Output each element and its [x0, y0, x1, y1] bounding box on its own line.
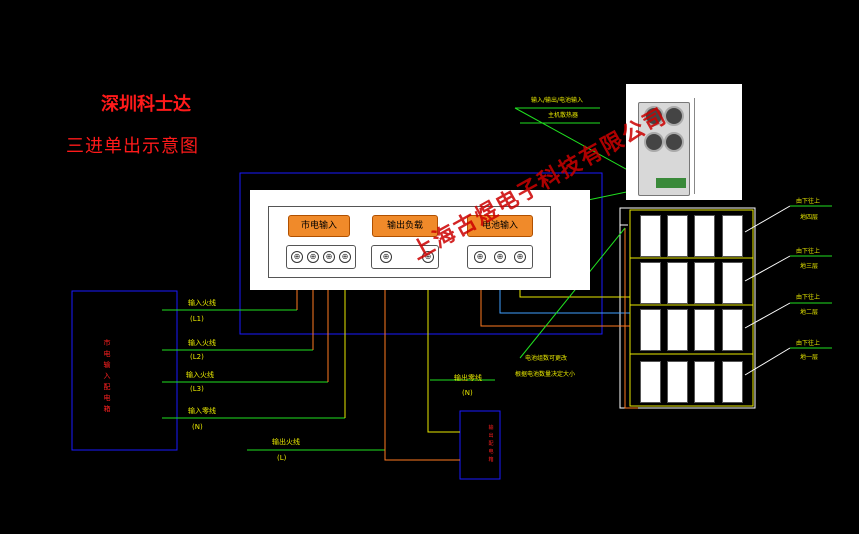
- output-load-button[interactable]: 输出负载: [372, 215, 438, 237]
- output-neutral-label: 输出零线: [454, 374, 482, 382]
- output-cabinet-label: 输出配电箱: [488, 425, 494, 463]
- battery-icon: [694, 262, 715, 304]
- photo-callout-lines: [694, 98, 739, 194]
- layer1-label-b: 地一层: [800, 354, 819, 361]
- battery-icon: [667, 309, 688, 351]
- ups-frame: [239, 172, 603, 335]
- layer1-label-a: 由下往上: [796, 340, 821, 347]
- output-live-label: 输出火线: [272, 438, 300, 446]
- battery-icon: [667, 262, 688, 304]
- output-neutral-code: (N): [462, 389, 473, 397]
- battery-input-button[interactable]: 电池输入: [467, 215, 533, 237]
- fan-icon: [664, 132, 684, 152]
- ports-callout: 输入/输出/电池输入: [531, 97, 584, 104]
- battery-icon: [667, 215, 688, 257]
- input-l3-label: 输入火线: [186, 371, 214, 379]
- battery-note-line1: 电池组数可更改: [525, 355, 568, 362]
- screw-terminal-icon[interactable]: ⊕: [422, 251, 434, 263]
- battery-icon: [640, 215, 661, 257]
- layer3-label-a: 由下往上: [796, 248, 821, 255]
- fan-icon: [664, 106, 684, 126]
- battery-note-line2: 根据电池数量决定大小: [515, 371, 576, 378]
- battery-icon: [694, 309, 715, 351]
- battery-icon: [640, 309, 661, 351]
- input-l2-label: 输入火线: [188, 339, 216, 347]
- output-cabinet-frame: [459, 410, 501, 480]
- ups-photo: [626, 84, 742, 200]
- battery-icon: [640, 361, 661, 403]
- mains-input-button[interactable]: 市电输入: [288, 215, 350, 237]
- input-l2-code: (L2): [190, 353, 204, 361]
- input-cabinet-frame: [71, 290, 178, 451]
- screw-terminal-icon[interactable]: ⊕: [291, 251, 303, 263]
- diagram-title: 三进单出示意图: [66, 136, 199, 157]
- terminal-strip: [656, 178, 686, 188]
- input-l1-label: 输入火线: [188, 299, 216, 307]
- input-n-label: 输入零线: [188, 407, 216, 415]
- battery-icon: [640, 262, 661, 304]
- input-cabinet-label: 市电输入配电箱: [103, 339, 111, 413]
- battery-icon: [722, 215, 743, 257]
- battery-rack-frame: [619, 207, 756, 409]
- battery-icon: [722, 262, 743, 304]
- layer4-label-b: 地四层: [800, 214, 819, 221]
- battery-icon: [722, 309, 743, 351]
- battery-icon: [722, 361, 743, 403]
- mains-terminal-block: ⊕ ⊕ ⊕ ⊕: [286, 245, 356, 269]
- screw-terminal-icon[interactable]: ⊕: [514, 251, 526, 263]
- battery-icon: [694, 215, 715, 257]
- layer2-label-a: 由下往上: [796, 294, 821, 301]
- screw-terminal-icon[interactable]: ⊕: [323, 251, 335, 263]
- battery-icon: [694, 361, 715, 403]
- fan-icon: [644, 106, 664, 126]
- layer2-label-b: 地二层: [800, 309, 819, 316]
- input-l1-code: (L1): [190, 315, 204, 323]
- battery-icon: [667, 361, 688, 403]
- input-n-code: (N): [192, 423, 203, 431]
- input-l3-code: (L3): [190, 385, 204, 393]
- fan-icon: [644, 132, 664, 152]
- output-terminal-block: ⊕ ⊕: [371, 245, 439, 269]
- screw-terminal-icon[interactable]: ⊕: [307, 251, 319, 263]
- screw-terminal-icon[interactable]: ⊕: [339, 251, 351, 263]
- screw-terminal-icon[interactable]: ⊕: [380, 251, 392, 263]
- screw-terminal-icon[interactable]: ⊕: [494, 251, 506, 263]
- layer3-label-b: 地三层: [800, 263, 819, 270]
- output-live-code: (L): [277, 454, 287, 462]
- company-title: 深圳科士达: [101, 94, 191, 115]
- screw-terminal-icon[interactable]: ⊕: [474, 251, 486, 263]
- battery-terminal-block: ⊕ ⊕ ⊕: [467, 245, 533, 269]
- fan-callout: 主机散热器: [548, 112, 579, 119]
- layer4-label-a: 由下往上: [796, 198, 821, 205]
